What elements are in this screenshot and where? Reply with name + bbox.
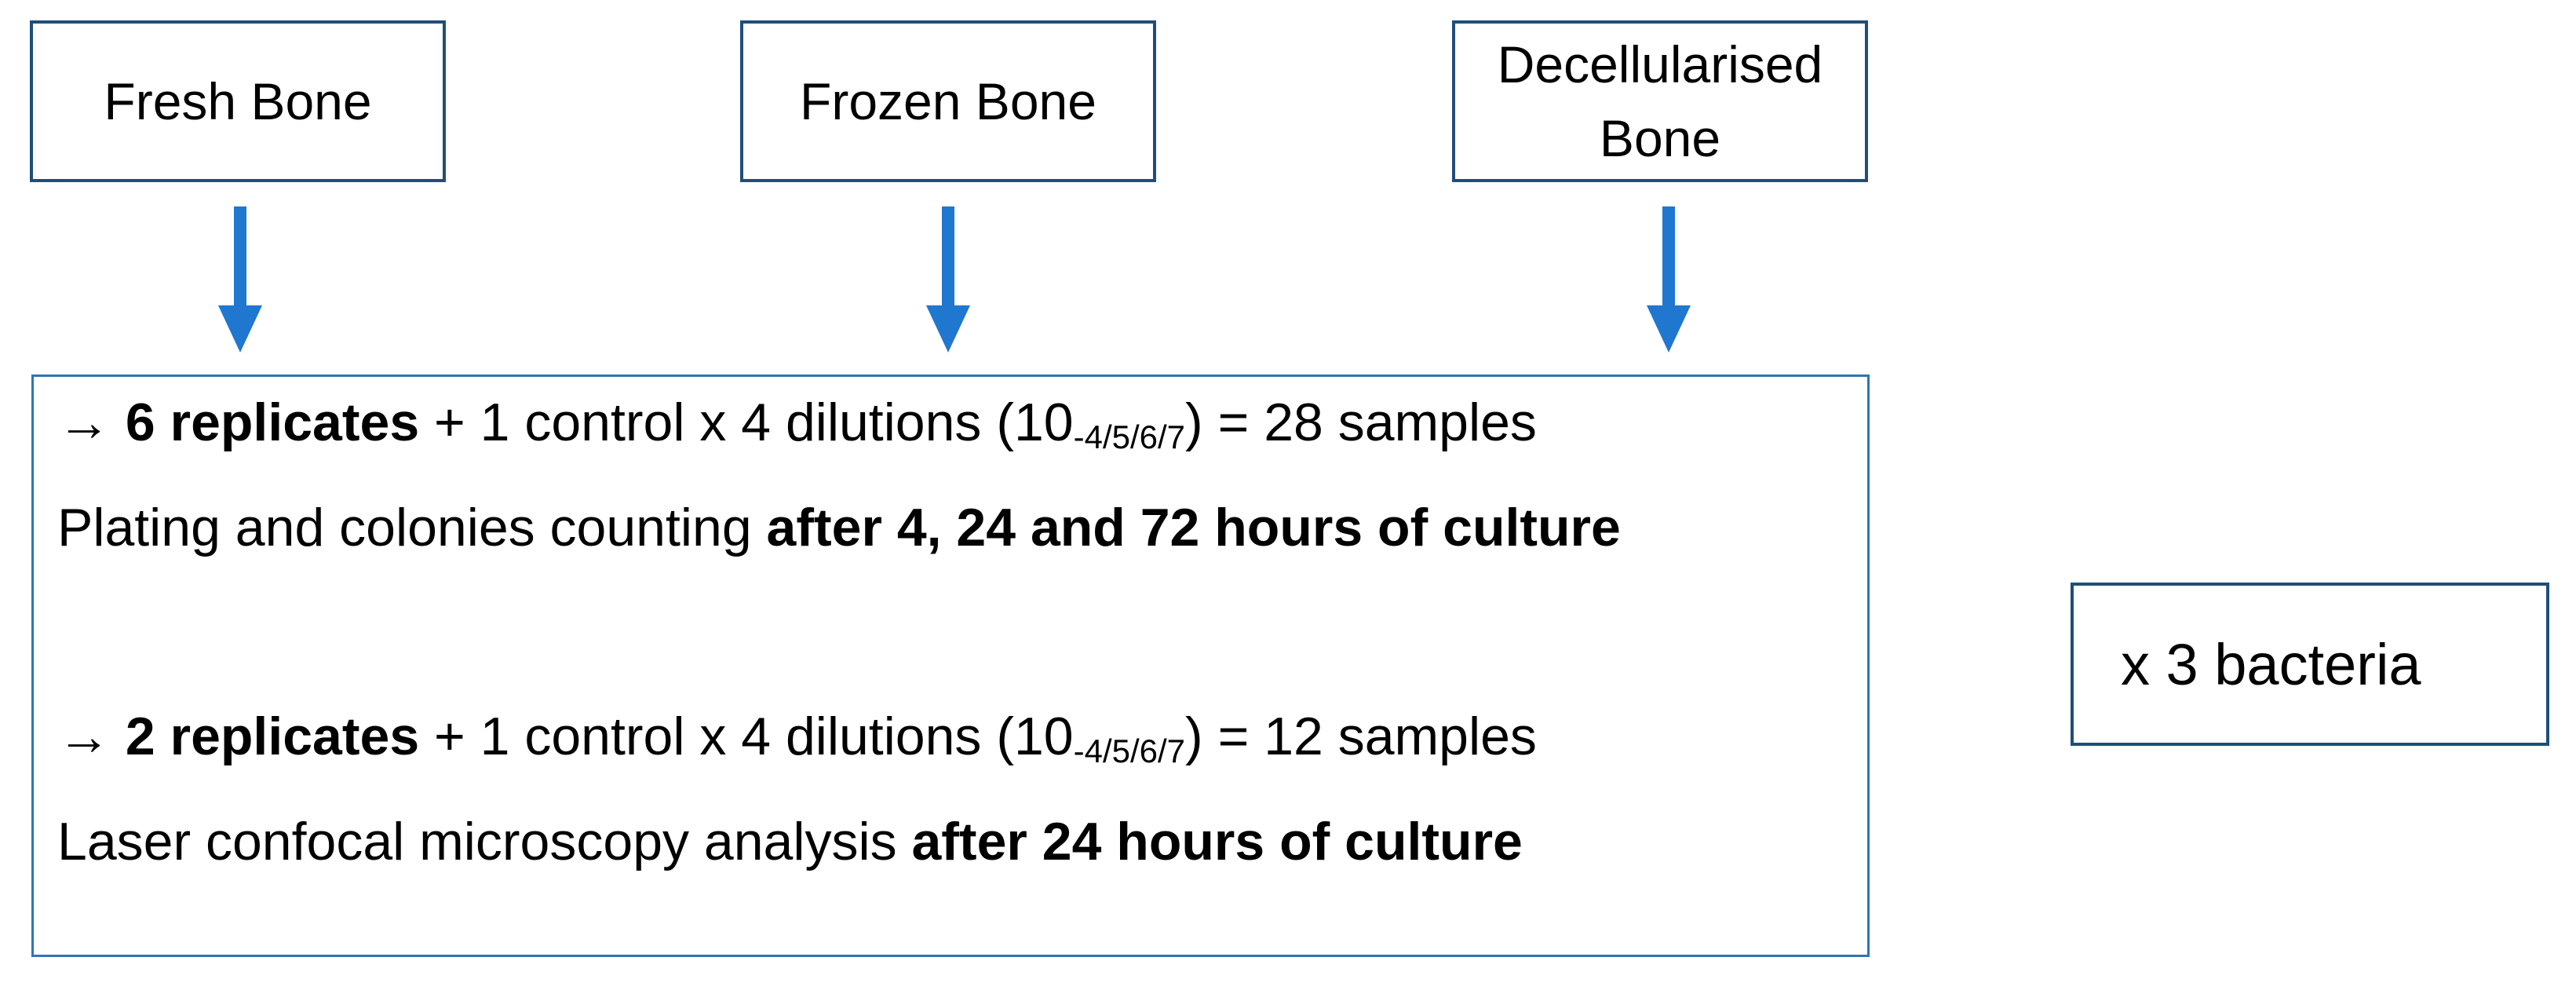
down-arrow-icon: [218, 206, 262, 353]
down-arrow-icon: [926, 206, 970, 353]
block2-analysis-line: Laser confocal microscopy analysis after…: [57, 815, 1523, 868]
block2-replicates: 2 replicates: [125, 707, 420, 766]
block1-control-text: + 1 control x 4 dilutions (10: [419, 393, 1074, 452]
fresh-bone-label: Fresh Bone: [104, 72, 372, 130]
right-arrow-icon: →: [57, 707, 111, 766]
block1-result-text: ) = 28 samples: [1185, 393, 1537, 452]
fresh-bone-box: Fresh Bone: [30, 20, 446, 182]
frozen-bone-box: Frozen Bone: [740, 20, 1156, 182]
block1-analysis-line: Plating and colonies counting after 4, 2…: [57, 501, 1621, 554]
down-arrow-icon: [1647, 206, 1691, 353]
bacteria-multiplier-box: x 3 bacteria: [2071, 583, 2549, 746]
block2-result-text: ) = 12 samples: [1185, 707, 1537, 766]
protocol-box: → 6 replicates + 1 control x 4 dilutions…: [31, 374, 1870, 957]
block2-control-text: + 1 control x 4 dilutions (10: [419, 707, 1074, 766]
block2-samples-line: → 2 replicates + 1 control x 4 dilutions…: [57, 710, 1537, 768]
decellularised-bone-label-line1: Decellularised: [1497, 35, 1823, 93]
decellularised-bone-label: Decellularised Bone: [1498, 27, 1823, 175]
block1-samples-line: → 6 replicates + 1 control x 4 dilutions…: [57, 396, 1537, 454]
block2-analysis-text: Laser confocal microscopy analysis: [57, 812, 912, 871]
block2-dilution-exponents: -4/5/6/7: [1073, 732, 1186, 769]
block1-analysis-time: after 4, 24 and 72 hours of culture: [766, 498, 1621, 557]
block1-dilution-exponents: -4/5/6/7: [1073, 418, 1186, 455]
block1-replicates: 6 replicates: [125, 393, 420, 452]
block1-analysis-text: Plating and colonies counting: [57, 498, 767, 557]
right-arrow-icon: →: [57, 393, 111, 452]
frozen-bone-label: Frozen Bone: [800, 72, 1096, 130]
decellularised-bone-box: Decellularised Bone: [1452, 20, 1868, 182]
bacteria-multiplier-label: x 3 bacteria: [2121, 631, 2421, 697]
decellularised-bone-label-line2: Bone: [1599, 109, 1721, 167]
block2-analysis-time: after 24 hours of culture: [911, 812, 1523, 871]
